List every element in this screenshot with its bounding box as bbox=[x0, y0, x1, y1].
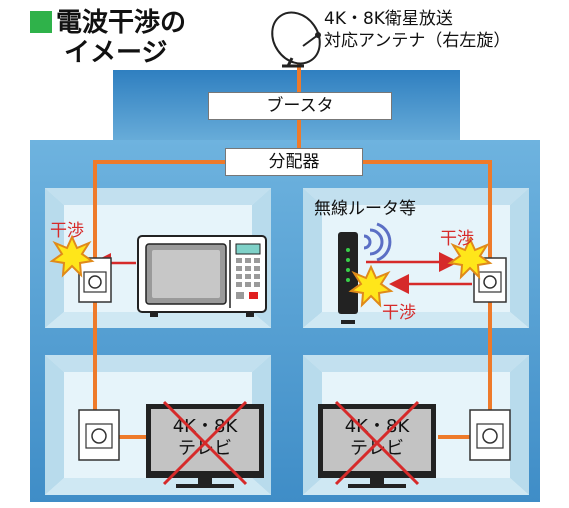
page-title: 電波干渉の イメージ bbox=[30, 8, 186, 68]
interference-label-router: 干渉 bbox=[382, 303, 416, 323]
title-line1: 電波干渉の bbox=[56, 8, 187, 38]
interference-label-left: 干渉 bbox=[50, 221, 84, 241]
satellite-dish-icon bbox=[271, 11, 321, 68]
interference-spark-icon bbox=[447, 236, 493, 280]
splitter-box: 分配器 bbox=[225, 148, 363, 176]
tv-label-left-line2: テレビ bbox=[178, 438, 232, 459]
wall-outlet-icon bbox=[78, 409, 120, 461]
cross-mark-icon bbox=[162, 400, 248, 486]
wall-outlet-icon bbox=[469, 409, 511, 461]
tv-label-right: 4K・8K テレビ bbox=[323, 416, 431, 460]
antenna-label: 4K・8K衛星放送 対応アンテナ（右左旋） bbox=[324, 8, 510, 52]
title-line2: イメージ bbox=[64, 38, 168, 68]
microwave-icon bbox=[137, 235, 267, 317]
interference-spark-icon bbox=[49, 234, 95, 278]
cross-mark-icon bbox=[334, 400, 420, 486]
router-label: 無線ルータ等 bbox=[314, 199, 416, 219]
wall-outlet-icon bbox=[473, 257, 507, 303]
tv-label-right-line1: 4K・8K bbox=[344, 416, 410, 437]
wall-outlet-icon bbox=[78, 257, 112, 303]
tv-label-left-line1: 4K・8K bbox=[172, 416, 238, 437]
interference-label-right: 干渉 bbox=[440, 229, 474, 249]
title-marker bbox=[30, 11, 52, 33]
tv-label-right-line2: テレビ bbox=[350, 438, 404, 459]
antenna-label-line1: 4K・8K衛星放送 bbox=[324, 9, 453, 29]
wifi-router-icon bbox=[338, 222, 392, 324]
interference-spark-icon bbox=[348, 264, 394, 308]
antenna-label-line2: 対応アンテナ（右左旋） bbox=[324, 31, 511, 51]
tv-label-left: 4K・8K テレビ bbox=[151, 416, 259, 460]
booster-box: ブースタ bbox=[208, 92, 392, 120]
